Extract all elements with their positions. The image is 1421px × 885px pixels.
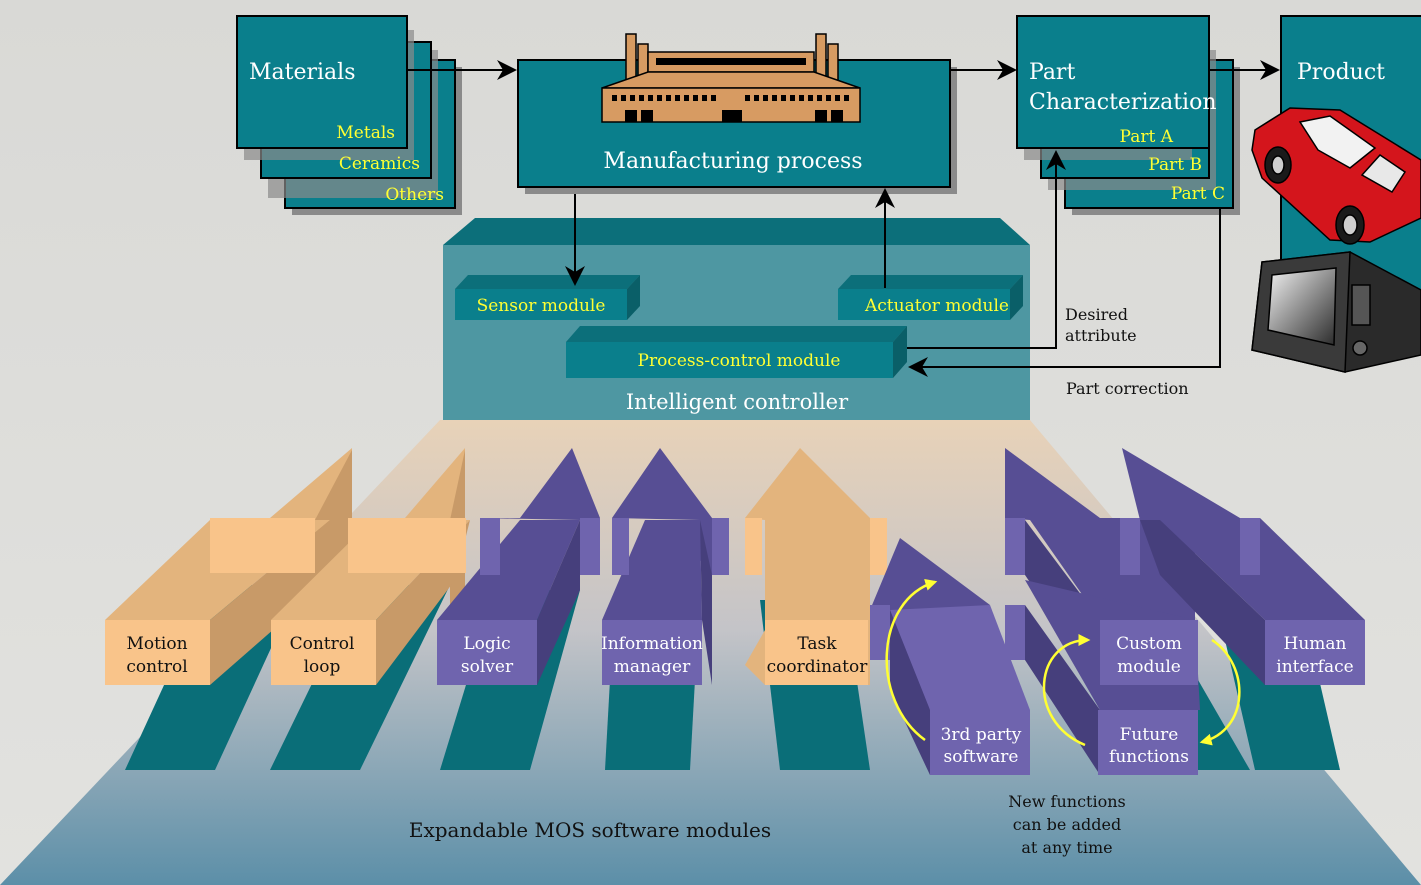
module-label-human-line2: interface [1276, 657, 1353, 677]
actuator-module-label: Actuator module [864, 296, 1009, 316]
part-item-a: Part A [1120, 127, 1174, 147]
product-label: Product [1297, 60, 1385, 85]
module-label-logic-line2: solver [461, 657, 514, 677]
module-label-control-loop-line2: loop [304, 657, 341, 677]
materials-title: Materials [249, 60, 356, 85]
module-label-logic-line1: Logic [463, 634, 510, 654]
sensor-module-label: Sensor module [477, 296, 606, 316]
process-control-module-label: Process-control module [638, 351, 841, 371]
module-label-control-loop-line1: Control [290, 634, 355, 654]
module-logic-solver-shape [437, 448, 600, 685]
module-human-interface-shape [1122, 448, 1365, 685]
desired-attribute-line2: attribute [1065, 326, 1137, 345]
part-item-b: Part B [1148, 155, 1202, 175]
module-3rd-party-shape [870, 538, 1030, 775]
part-title-line2: Characterization [1029, 90, 1216, 115]
module-label-3rd-party-line1: 3rd party [941, 725, 1022, 745]
car-icon [1251, 107, 1421, 245]
part-stack [1016, 15, 1240, 215]
part-correction-label: Part correction [1066, 379, 1189, 398]
module-label-task-line2: coordinator [767, 657, 869, 677]
module-control-loop-shape [271, 448, 470, 685]
material-item-metals: Metals [336, 123, 395, 143]
module-label-custom-line1: Custom [1116, 634, 1182, 654]
material-item-ceramics: Ceramics [339, 154, 420, 174]
module-label-information-line2: manager [614, 657, 691, 677]
module-label-3rd-party-line2: software [944, 747, 1019, 767]
new-functions-note-line2: can be added [1013, 815, 1121, 834]
sensor-module-box [455, 275, 640, 320]
factory-icon [601, 33, 861, 123]
addition-curve-arrows [885, 579, 1241, 747]
material-item-others: Others [385, 185, 444, 205]
new-functions-note-line1: New functions [1008, 792, 1125, 811]
module-label-motion-line1: Motion [126, 634, 187, 654]
module-label-task-line1: Task [797, 634, 837, 654]
controller-arrows [565, 150, 1221, 377]
manufacturing-label: Manufacturing process [603, 149, 862, 174]
desired-attribute-line1: Desired [1065, 305, 1128, 324]
module-label-information-line1: Information [601, 634, 703, 654]
module-label-future-line2: functions [1109, 747, 1189, 767]
module-label-motion-line2: control [126, 657, 187, 677]
module-task-coordinator-shape [745, 448, 887, 685]
module-label-future-line1: Future [1120, 725, 1179, 745]
materials-stack [236, 15, 462, 215]
part-title-line1: Part [1029, 60, 1075, 85]
tv-icon [1251, 251, 1421, 373]
new-functions-note-line3: at any time [1021, 838, 1112, 857]
expandable-modules-label: Expandable MOS software modules [409, 818, 771, 842]
part-item-c: Part C [1171, 184, 1225, 204]
intelligent-controller-label: Intelligent controller [626, 390, 849, 414]
process-control-module-box [566, 326, 907, 378]
module-label-custom-line2: module [1117, 657, 1181, 677]
module-information-manager-shape [602, 448, 729, 685]
module-label-human-line1: Human [1284, 634, 1347, 654]
